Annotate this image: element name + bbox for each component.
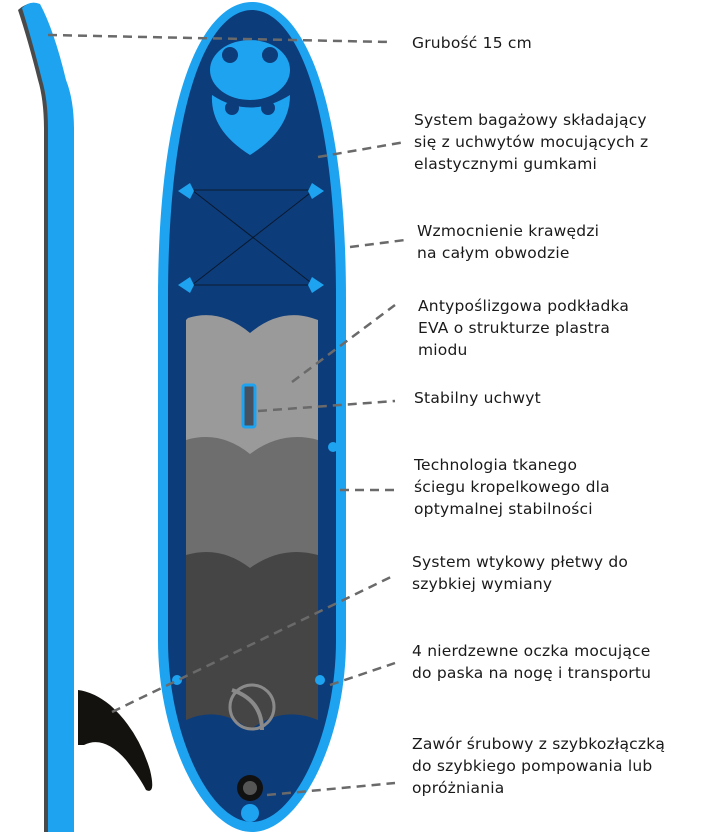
board-top-view xyxy=(158,2,346,832)
fin-icon xyxy=(78,690,153,791)
callout-thickness: Grubość 15 cm xyxy=(412,34,532,52)
tribal-emblem-icon xyxy=(210,40,290,155)
d-ring-icon xyxy=(158,442,338,685)
callout-valve: Zawór śrubowy z szybkozłączką do szybkie… xyxy=(412,735,666,797)
callout-handle: Stabilny uchwyt xyxy=(414,389,541,407)
callout-drop-stitch: Technologia tkanego ściegu kropelkowego … xyxy=(414,456,610,518)
callout-bungee: System bagażowy składający się z uchwytó… xyxy=(414,111,649,173)
callout-d-rings: 4 nierdzewne oczka mocujące do paska na … xyxy=(412,642,652,682)
callout-rail: Wzmocnienie krawędzi na całym obwodzie xyxy=(417,222,600,262)
leader-lines xyxy=(47,33,406,797)
callout-fin-box: System wtykowy płetwy do szybkiej wymian… xyxy=(412,553,629,593)
handle-icon xyxy=(241,383,257,429)
brand-logo-icon xyxy=(228,683,276,731)
side-profile xyxy=(18,2,74,833)
bungee-anchor-icon xyxy=(178,183,324,293)
callout-eva-pad: Antypoślizgowa podkładka EVA o strukturz… xyxy=(418,297,630,359)
bungee-system xyxy=(191,189,315,286)
